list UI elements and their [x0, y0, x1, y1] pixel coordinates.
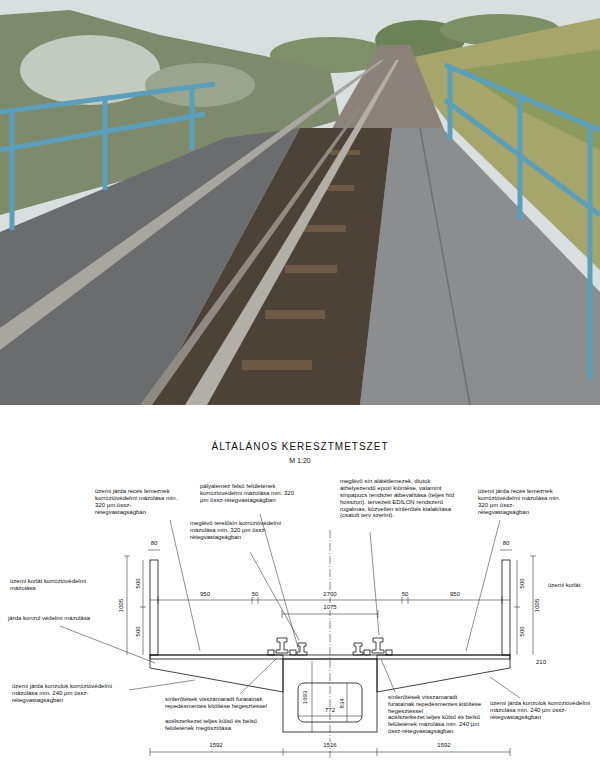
- dimension-value: 80: [502, 540, 511, 547]
- annotation-note: sínlerőtések visszamaradt furatainak rep…: [388, 694, 483, 715]
- dimension-value: 1516: [322, 742, 337, 749]
- dimension-value: 500: [135, 625, 142, 637]
- annotation-note: acélszerkezet teljes külső és belső felü…: [165, 718, 278, 732]
- annotation-note: üzemi korlát: [548, 582, 598, 589]
- dimension-value: 1005: [535, 597, 542, 612]
- annotation-note: üzemi korlát korrózióvédelmi mázolása: [10, 578, 110, 592]
- annotation-note: meglévő sín alátétlemezek, diutok áthely…: [340, 478, 455, 519]
- dimension-value: 80: [150, 540, 159, 547]
- dimension-value: 1075: [322, 604, 337, 611]
- dimension-value: 500: [519, 577, 526, 589]
- dimension-value: 50: [251, 591, 260, 598]
- annotation-note: üzemi járda konzolok korrózióvédelmi máz…: [12, 683, 127, 704]
- dimension-value: 834: [339, 697, 346, 709]
- annotation-note: sínlerőtések visszamaradt furatainak rep…: [165, 696, 278, 710]
- dimension-value: 500: [135, 577, 142, 589]
- annotation-note: járda konzol védelmi mázolása: [8, 615, 108, 622]
- dimension-value: 950: [449, 591, 461, 598]
- dimension-value: 50: [401, 591, 410, 598]
- annotation-note: üzemi járda recés lemeznek korrózióvédel…: [478, 488, 563, 516]
- dimension-value: 950: [199, 591, 211, 598]
- dimension-value: 210: [535, 659, 547, 666]
- dimension-value: 2700: [322, 591, 337, 598]
- annotation-note: pályalemez felső felületének korrózióvéd…: [200, 483, 295, 504]
- drawing-title: ÁLTALÁNOS KERESZTMETSZET: [0, 441, 600, 453]
- annotation-note: üzemi járda recés lemeznek korrózióvédel…: [95, 488, 180, 516]
- annotation-note: acélszerkezet teljes külső és belső felü…: [388, 714, 483, 735]
- dimension-value: 500: [519, 625, 526, 637]
- annotation-note: meglévő terelősín korrózióvédelmi mázolá…: [190, 520, 285, 541]
- dimension-value: 1693: [303, 689, 310, 704]
- annotation-note: üzemi járda konzolok korrózióvédelmi máz…: [490, 700, 595, 721]
- scale-label: M 1:20: [289, 457, 310, 465]
- dimension-value: 1592: [436, 742, 451, 749]
- dimension-value: 1592: [208, 742, 223, 749]
- dimension-value: 772: [324, 707, 336, 714]
- dimension-value: 1005: [119, 597, 126, 612]
